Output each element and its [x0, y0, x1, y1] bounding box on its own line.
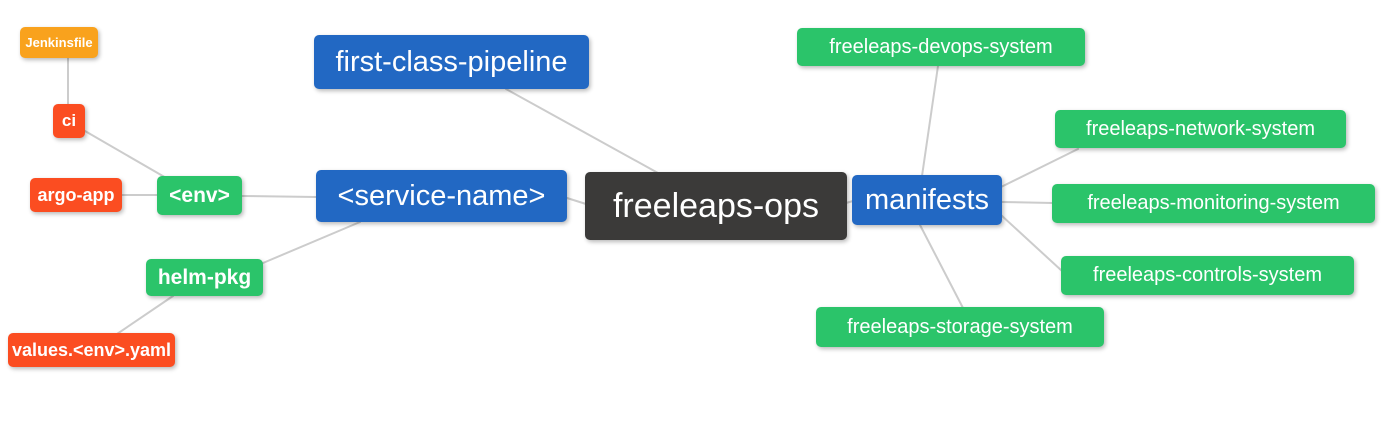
edge-manifests-devops-system	[921, 65, 939, 177]
edge-ci-env	[84, 130, 169, 180]
edge-manifests-monitoring-system	[1000, 201, 1054, 204]
node-freeleaps-storage-system[interactable]: freeleaps-storage-system	[816, 307, 1104, 347]
node-freeleaps-devops-system[interactable]: freeleaps-devops-system	[797, 28, 1085, 66]
edge-helm-pkg-values-env-yaml	[116, 295, 174, 335]
edge-first-class-pipeline-freeleaps-ops	[505, 88, 659, 174]
node-manifests[interactable]: manifests	[852, 175, 1002, 225]
edge-env-service-name	[241, 195, 317, 198]
node-service-name[interactable]: <service-name>	[316, 170, 567, 222]
node-env[interactable]: <env>	[157, 176, 242, 215]
edge-manifests-storage-system	[919, 224, 964, 309]
edge-manifests-controls-system	[1000, 214, 1063, 272]
node-freeleaps-controls-system[interactable]: freeleaps-controls-system	[1061, 256, 1354, 295]
node-argo-app[interactable]: argo-app	[30, 178, 122, 212]
edge-service-name-helm-pkg	[262, 221, 361, 264]
node-freeleaps-network-system[interactable]: freeleaps-network-system	[1055, 110, 1346, 148]
node-helm-pkg[interactable]: helm-pkg	[146, 259, 263, 296]
node-freeleaps-ops[interactable]: freeleaps-ops	[585, 172, 847, 240]
edge-manifests-network-system	[1000, 148, 1079, 188]
edge-service-name-freeleaps-ops	[566, 197, 587, 205]
node-values-env-yaml[interactable]: values.<env>.yaml	[8, 333, 175, 367]
node-freeleaps-monitoring-system[interactable]: freeleaps-monitoring-system	[1052, 184, 1375, 223]
node-jenkinsfile[interactable]: Jenkinsfile	[20, 27, 98, 58]
node-first-class-pipeline[interactable]: first-class-pipeline	[314, 35, 589, 89]
node-ci[interactable]: ci	[53, 104, 85, 138]
edge-freeleaps-ops-manifests	[845, 200, 854, 204]
